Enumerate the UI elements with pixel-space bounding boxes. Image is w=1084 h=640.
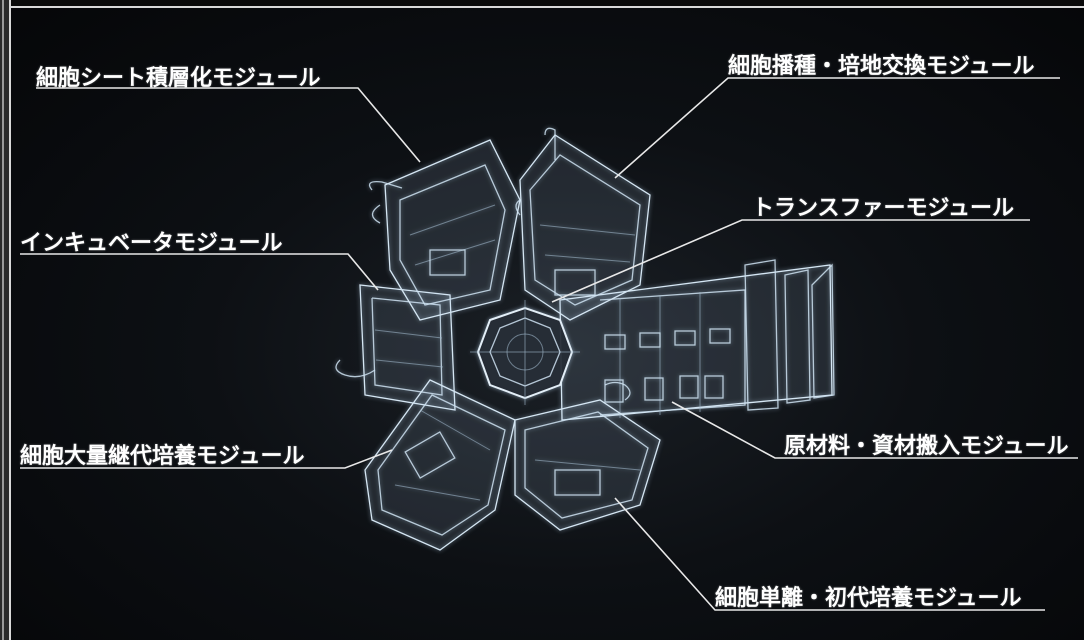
label-material-loading-module: 原材料・資材搬入モジュール [784, 434, 1069, 459]
label-incubator-module: インキュベータモジュール [20, 231, 283, 256]
leader-lines [20, 77, 1078, 611]
leader-incubator [20, 253, 379, 291]
transfer-corridor [559, 259, 835, 421]
leader-isolation-primary-culture [614, 497, 1045, 611]
leader-seeding-medium-exchange [614, 77, 1060, 179]
label-isolation-primary-culture-module: 細胞単離・初代培養モジュール [715, 586, 1022, 611]
leader-transfer [551, 219, 1030, 303]
mass-subculture-unit [364, 379, 516, 551]
leader-sheet-lamination [36, 87, 421, 163]
window-left-border [0, 0, 11, 640]
leader-mass-subculture [20, 449, 393, 469]
window-top-border [11, 0, 1084, 8]
label-mass-subculture-module: 細胞大量継代培養モジュール [20, 444, 305, 469]
central-hub [470, 300, 580, 405]
label-seeding-medium-exchange-module: 細胞播種・培地交換モジュール [728, 54, 1035, 79]
incubator-unit [335, 284, 456, 411]
isolation-primary-culture-unit [514, 381, 661, 531]
leader-material-loading [671, 401, 1078, 459]
label-sheet-lamination-module: 細胞シート積層化モジュール [36, 66, 321, 91]
label-transfer-module: トランスファーモジュール [752, 196, 1015, 221]
sheet-lamination-unit [368, 139, 521, 321]
